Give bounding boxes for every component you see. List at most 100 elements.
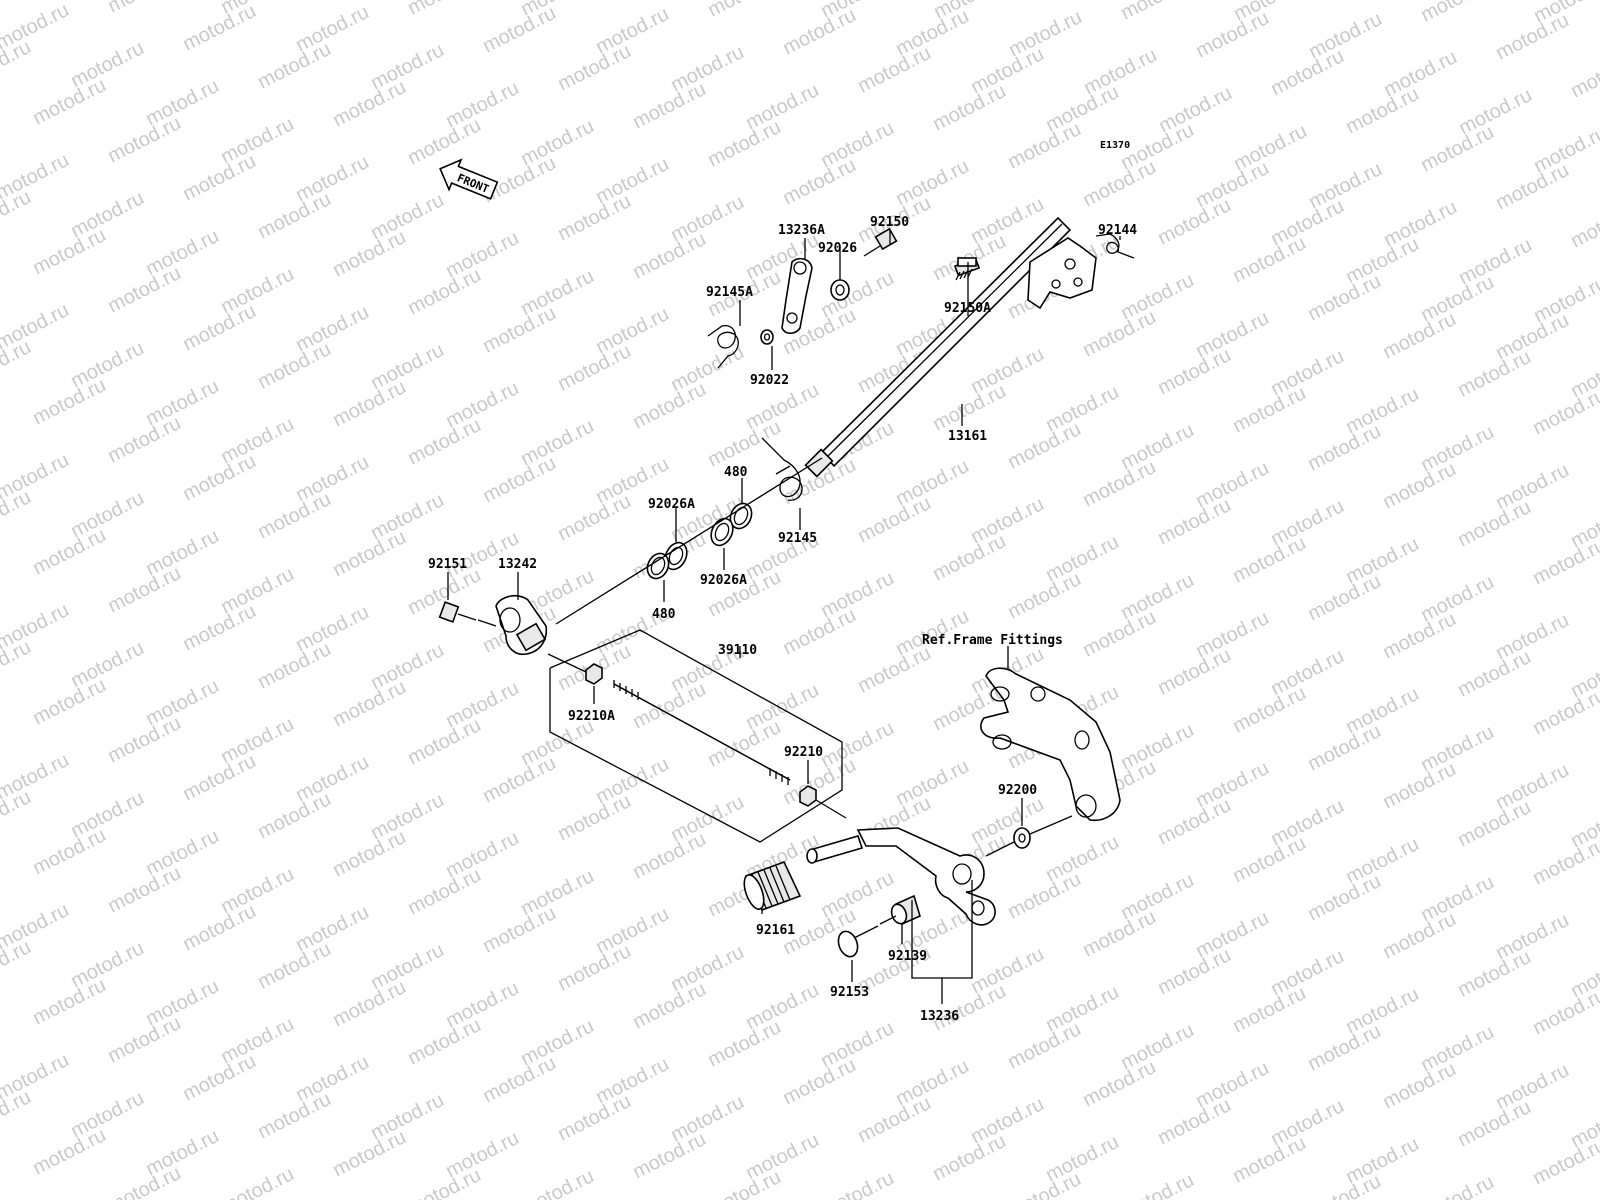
watermark-text: motod.ru xyxy=(779,154,859,209)
washer-92022 xyxy=(760,329,774,345)
watermark-text: motod.ru xyxy=(629,1128,709,1183)
watermark-text: motod.ru xyxy=(1567,47,1600,102)
watermark-text: motod.ru xyxy=(1079,606,1159,661)
watermark-text: motod.ru xyxy=(1454,496,1534,551)
watermark-text: motod.ru xyxy=(1004,418,1084,473)
watermark-text: motod.ru xyxy=(254,788,334,843)
watermark-text: motod.ru xyxy=(29,224,109,279)
label-92200: 92200 xyxy=(998,783,1037,798)
watermark-text: motod.ru xyxy=(329,226,409,281)
label-92151: 92151 xyxy=(428,557,467,572)
watermark-text: motod.ru xyxy=(704,1016,784,1071)
watermark-text: motod.ru xyxy=(629,678,709,733)
watermark-text: motod.ru xyxy=(1417,1171,1497,1200)
bush-92139 xyxy=(890,894,921,926)
washer-92026A-b xyxy=(710,517,734,547)
watermark-text: motod.ru xyxy=(1154,944,1234,999)
watermark-text: motod.ru xyxy=(554,790,634,845)
watermark-text: motod.ru xyxy=(1154,344,1234,399)
watermark-text: motod.ru xyxy=(1004,1018,1084,1073)
watermark-text: motod.ru xyxy=(404,1164,484,1200)
part-labels: 13236A 92150 92026 92144 92145A 92150A 9… xyxy=(428,215,1137,1024)
label-92145: 92145 xyxy=(778,531,817,546)
watermark-text: motod.ru xyxy=(554,190,634,245)
watermark-text: motod.ru xyxy=(629,78,709,133)
watermark-text: motod.ru xyxy=(404,0,484,19)
watermark-text: motod.ru xyxy=(1379,1058,1459,1113)
rubber-pad-92161 xyxy=(743,860,802,912)
watermark-text: motod.ru xyxy=(404,264,484,319)
washer-92026 xyxy=(830,279,850,301)
label-92145A: 92145A xyxy=(706,285,753,300)
watermark-text: motod.ru xyxy=(217,1163,297,1200)
watermark-text: motod.ru xyxy=(1492,159,1572,214)
watermark-text: motod.ru xyxy=(29,674,109,729)
watermark-text: motod.ru xyxy=(704,0,784,21)
bolt-92150 xyxy=(863,227,898,257)
watermark-text: motod.ru xyxy=(1117,1169,1197,1200)
label-92139: 92139 xyxy=(888,949,927,964)
watermark-text: motod.ru xyxy=(254,1088,334,1143)
spring-92145A xyxy=(707,325,739,369)
watermark-text: motod.ru xyxy=(854,492,934,547)
label-92210: 92210 xyxy=(784,745,823,760)
label-92022: 92022 xyxy=(750,373,789,388)
label-13161: 13161 xyxy=(948,429,987,444)
watermark-text: motod.ru xyxy=(1004,118,1084,173)
watermark-text: motod.ru xyxy=(104,112,184,167)
watermark-text: motod.ru xyxy=(1117,0,1197,24)
watermark-text: motod.ru xyxy=(104,412,184,467)
watermark-text: motod.ru xyxy=(1079,456,1159,511)
washer-92026A-a xyxy=(664,541,688,571)
watermark-text: motod.ru xyxy=(704,416,784,471)
watermark-text: motod.ru xyxy=(254,938,334,993)
watermark-text: motod.ru xyxy=(329,376,409,431)
shift-shaft-13161 xyxy=(804,216,1097,478)
watermark-text: motod.ru xyxy=(1229,382,1309,437)
shift-pedal-13236 xyxy=(806,827,996,926)
watermark-text: motod.ru xyxy=(1492,9,1572,64)
shift-lever-13242 xyxy=(495,594,548,656)
watermark-text: motod.ru xyxy=(479,752,559,807)
spring-92145 xyxy=(761,437,803,501)
watermark-text: motod.ru xyxy=(404,864,484,919)
label-13242: 13242 xyxy=(498,557,537,572)
watermark-text: motod.ru xyxy=(254,38,334,93)
watermark-text: motod.ru xyxy=(1079,306,1159,361)
watermark-text: motod.ru xyxy=(1304,1020,1384,1075)
watermark-text: motod.ru xyxy=(404,114,484,169)
watermark-text: motod.ru xyxy=(779,604,859,659)
watermark-text: motod.ru xyxy=(179,750,259,805)
watermark-text: motod.ru xyxy=(29,824,109,879)
watermark-text: motod.ru xyxy=(1079,1056,1159,1111)
watermark-text: motod.ru xyxy=(779,1054,859,1109)
leader-lines xyxy=(447,230,1121,1004)
watermark-text: motod.ru xyxy=(179,150,259,205)
watermark-text: motod.ru xyxy=(1529,984,1600,1039)
watermark-text: motod.ru xyxy=(704,716,784,771)
watermark-text: motod.ru xyxy=(479,902,559,957)
watermark-text: motod.ru xyxy=(29,74,109,129)
watermark-text: motod.ru xyxy=(179,900,259,955)
watermark-text: motod.ru xyxy=(1304,870,1384,925)
watermark-text: motod.ru xyxy=(1454,946,1534,1001)
watermark-text: motod.ru xyxy=(104,862,184,917)
watermark-text: motod.ru xyxy=(179,1050,259,1105)
watermark-text: motod.ru xyxy=(554,340,634,395)
watermark-text: motod.ru xyxy=(854,42,934,97)
watermark-text: motod.ru xyxy=(1304,270,1384,325)
label-92026: 92026 xyxy=(818,241,857,256)
watermark-text: motod.ru xyxy=(104,562,184,617)
circlip-480-upper xyxy=(729,502,753,530)
watermark-text: motod.ru xyxy=(1379,308,1459,363)
watermark-text: motod.ru xyxy=(404,714,484,769)
watermark-text: motod.ru xyxy=(1229,832,1309,887)
pin-92150A xyxy=(953,257,981,281)
watermark-text: motod.ru xyxy=(1154,644,1234,699)
watermark-text: motod.ru xyxy=(329,976,409,1031)
watermark-text: motod.ru xyxy=(779,4,859,59)
watermark-text: motod.ru xyxy=(254,338,334,393)
watermark-text: motod.ru xyxy=(1154,494,1234,549)
watermark-text: motod.ru xyxy=(929,380,1009,435)
